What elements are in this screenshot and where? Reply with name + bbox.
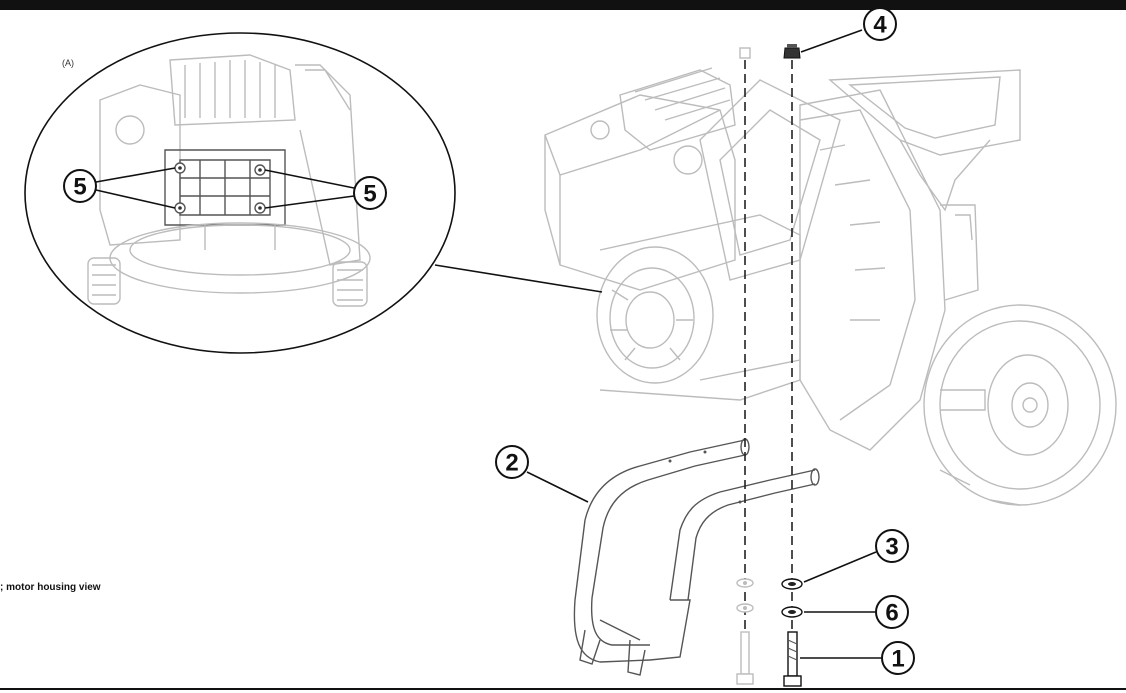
handle [573, 438, 820, 676]
bolt-1 [783, 631, 802, 687]
chipper-body [544, 67, 1117, 506]
callout-4: 4 [800, 7, 897, 53]
svg-text:2: 2 [505, 450, 518, 477]
left-washers [736, 578, 754, 613]
callout-1: 1 [800, 641, 915, 675]
inset-connector-line [434, 264, 603, 293]
callout-5-left: 5 [63, 167, 176, 209]
lock-nut [783, 44, 801, 59]
svg-text:5: 5 [73, 174, 86, 201]
svg-text:1: 1 [891, 646, 904, 673]
svg-text:3: 3 [885, 534, 898, 561]
svg-text:5: 5 [363, 181, 376, 208]
washer-3 [781, 578, 803, 590]
bottom-rule [0, 688, 1126, 690]
callout-2: 2 [495, 445, 589, 503]
washer-6 [781, 606, 803, 618]
callout-5-right: 5 [264, 169, 387, 210]
figure-caption: ; motor housing view [0, 582, 101, 593]
svg-text:4: 4 [873, 12, 887, 39]
header-bar [0, 0, 1126, 10]
left-bolt-bottom [736, 631, 754, 685]
callout-6: 6 [804, 595, 909, 629]
inset-label: (A) [62, 58, 74, 68]
left-bolt-top [739, 47, 751, 59]
callout-3: 3 [803, 529, 909, 583]
svg-text:6: 6 [885, 600, 898, 627]
inset-view [24, 32, 456, 354]
